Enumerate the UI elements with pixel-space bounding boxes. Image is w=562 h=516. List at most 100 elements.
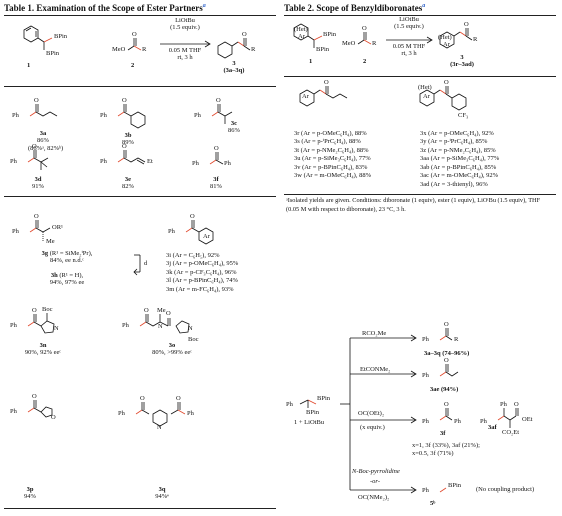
t2-het-1: (Het): [294, 26, 308, 33]
branch1-ph: Ph: [422, 336, 429, 343]
branch3-product-b: 3af: [488, 424, 497, 431]
atom-boc-3o: Boc: [188, 336, 199, 343]
atom-o-3o-a: O: [144, 307, 149, 314]
atom-ph-3q-a: Ph: [118, 410, 125, 417]
atom-ph-3e: Ph: [100, 158, 107, 165]
branch3-oet: OEt: [522, 416, 533, 423]
t2-o-a: O: [324, 79, 329, 86]
branch4-reagent-alt: OC(NMe₂)₂: [358, 494, 390, 501]
branch1-result: 3a–3q (74–96%): [424, 350, 470, 357]
atom-o-3q-b: O: [176, 395, 181, 402]
t2-ar-1: Ar: [298, 33, 305, 40]
atom-o-3i: O: [190, 213, 195, 220]
branch4-result: 5ᵇ: [430, 500, 436, 507]
t2-ar-a: Ar: [302, 93, 309, 100]
scheme-ph: Ph: [286, 401, 293, 408]
atom-ar-3i: Ar: [203, 233, 210, 240]
atom-n-3n: N: [54, 325, 59, 332]
t2-o-b: O: [444, 79, 449, 86]
atom-ph-3b: Ph: [100, 112, 107, 119]
atom-ph-3o: Ph: [122, 322, 129, 329]
reagent2-r: R: [142, 46, 147, 53]
t2-r: R: [372, 40, 377, 47]
t2-het-p: (Het): [438, 34, 452, 41]
atom-o-3d: O: [32, 143, 37, 150]
t2-bpin-1b: BPin: [316, 46, 330, 53]
t2-ar-p: Ar: [443, 41, 450, 48]
atom-o-3f: O: [214, 145, 219, 152]
scheme-bpin-b: BPin: [306, 409, 320, 416]
atom-o-3c: O: [216, 97, 221, 104]
branch1-r: R: [454, 336, 459, 343]
reagent2-label: 2: [131, 62, 135, 69]
table1-row-rule: [4, 196, 276, 197]
branch2-o: O: [444, 357, 449, 364]
atom-me-3o: Me: [157, 307, 166, 314]
reagent2-o: O: [132, 31, 137, 38]
reagent1-bpin-bottom: BPin: [46, 50, 60, 57]
product-r: R: [251, 46, 256, 53]
table2-title: Table 2. Scope of Benzyldiboronatesa: [284, 3, 426, 13]
branch3-ph-c: Ph: [480, 418, 487, 425]
reagent2-meo: MeO: [112, 46, 126, 53]
table2-col1: 3r (Ar = p-OMeC₆H₄), 88% 3s (Ar = p-ⁱPrC…: [294, 130, 371, 180]
branch2-result: 3ae (94%): [430, 386, 459, 393]
atom-ph-3p: Ph: [10, 408, 17, 415]
atom-me-3g: Me: [46, 238, 55, 245]
product-o: O: [242, 31, 247, 38]
branch3-ph-b: Ph: [454, 418, 461, 425]
branch4-ph: Ph: [422, 487, 429, 494]
branch3-note: (x equiv.): [360, 424, 385, 431]
table1-title: Table 1. Examination of the Scope of Est…: [4, 3, 206, 13]
table1-top-rule: [4, 15, 276, 16]
table2-col2: 3x (Ar = p-OMeC₆H₄), 92% 3y (Ar = p-ⁱPrC…: [420, 130, 500, 188]
atom-ph-3f-a: Ph: [192, 160, 199, 167]
atom-or1-3g: OR¹: [52, 224, 63, 231]
atom-o-3p-a: O: [32, 393, 37, 400]
atom-o-3n: O: [32, 307, 37, 314]
t2-reagent2-label: 2: [363, 58, 367, 65]
atom-o-3b: O: [122, 97, 127, 104]
atom-ph-3f-b: Ph: [224, 160, 231, 167]
atom-ph-3n: Ph: [10, 322, 17, 329]
atom-o-3g: O: [34, 213, 39, 220]
reagent1-label: 1: [27, 62, 31, 69]
branch4-reagent: N-Boc-pyrrolidine: [352, 468, 400, 475]
atom-n-3o-a: N: [158, 323, 163, 330]
branch3-reagent: OC(OEt)₂: [358, 410, 385, 417]
atom-ph-3c: Ph: [194, 112, 201, 119]
table2-bottom-rule: [284, 194, 556, 195]
branch2-reagent: EtCONMe₂: [360, 366, 391, 373]
branch4-bpin: BPin: [448, 482, 462, 489]
reagent1-bpin-top: BPin: [54, 33, 68, 40]
atom-n-3o-b: N: [188, 325, 193, 332]
t2-reagent1-label: 1: [309, 58, 313, 65]
branch3-product-a: 3f: [440, 430, 446, 437]
atom-o-3q-a: O: [140, 395, 145, 402]
branch4-or: -or-: [370, 478, 380, 485]
atom-o-3p-b: O: [51, 414, 56, 421]
table2-footnote: ᵃIsolated yields are given. Conditions: …: [286, 197, 541, 213]
t2-meo: MeO: [342, 40, 356, 47]
branch1-reagent: RCO₂Me: [362, 330, 387, 337]
branch3-ph-a: Ph: [422, 418, 429, 425]
atom-ph-3i: Ph: [168, 228, 175, 235]
table2-top-rule: [284, 15, 556, 16]
atom-et-3e: Et: [147, 158, 153, 165]
step-d-label: d: [144, 260, 148, 267]
branch1-o: O: [444, 321, 449, 328]
branch2-ph: Ph: [422, 372, 429, 379]
